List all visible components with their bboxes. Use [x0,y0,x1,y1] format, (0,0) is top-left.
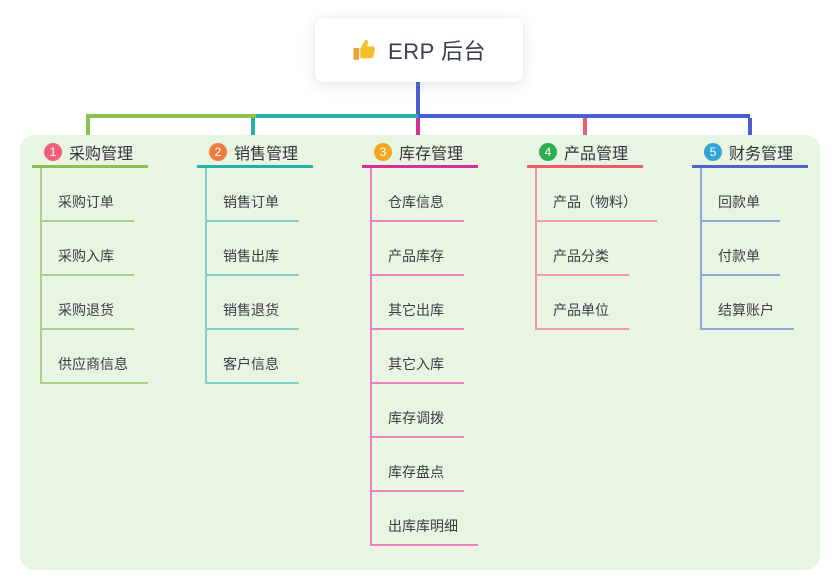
branch-inventory-management: 3 库存管理 仓库信息产品库存其它出库其它入库库存调拨库存盘点出库库明细 [362,143,478,546]
branch-items: 回款单付款单结算账户 [700,168,808,330]
tree-item-label[interactable]: 结算账户 [702,300,794,330]
tree-item: 采购退货 [42,276,148,330]
connector-drop-finance [748,118,752,148]
branch-header[interactable]: 2 销售管理 [197,143,313,168]
branch-finance-management: 5 财务管理 回款单付款单结算账户 [692,143,808,330]
tree-item-label[interactable]: 客户信息 [207,354,299,384]
branch-title: 产品管理 [564,146,629,163]
connector-drop-sales [251,118,255,148]
branch-items: 采购订单采购入库采购退货供应商信息 [40,168,148,384]
tree-item: 产品（物料） [537,168,657,222]
root-title: ERP 后台 [388,39,486,64]
tree-item: 采购入库 [42,222,148,276]
connector-bus-left [86,114,256,118]
branch-number-badge: 4 [539,143,557,161]
tree-item: 出库库明细 [372,492,478,546]
tree-item: 客户信息 [207,330,313,384]
branch-number-badge: 2 [209,143,227,161]
tree-item: 库存盘点 [372,438,478,492]
tree-item-label[interactable]: 出库库明细 [372,516,478,546]
tree-item: 采购订单 [42,168,148,222]
tree-item: 供应商信息 [42,330,148,384]
tree-item-label[interactable]: 销售订单 [207,192,299,222]
branch-number-badge: 5 [704,143,722,161]
branch-items: 销售订单销售出库销售退货客户信息 [205,168,313,384]
connector-root-stem [416,82,420,118]
tree-item-label[interactable]: 销售出库 [207,246,299,276]
branches-panel [20,135,820,570]
tree-item: 付款单 [702,222,808,276]
branch-title: 库存管理 [399,146,464,163]
branch-header[interactable]: 5 财务管理 [692,143,808,168]
branch-number-badge: 1 [44,143,62,161]
thumbs-up-icon [353,39,375,60]
tree-item-label[interactable]: 供应商信息 [42,354,148,384]
tree-item-label[interactable]: 库存调拨 [372,408,464,438]
connector-drop-purchase [86,118,90,148]
tree-item: 产品单位 [537,276,643,330]
tree-item-label[interactable]: 采购退货 [42,300,134,330]
tree-item-label[interactable]: 销售退货 [207,300,299,330]
branch-items: 产品（物料） 产品分类产品单位 [535,168,657,330]
tree-item: 销售订单 [207,168,313,222]
connector-bus-middle [256,114,418,118]
tree-item-label[interactable]: 库存盘点 [372,462,464,492]
tree-item: 库存调拨 [372,384,478,438]
branch-sales-management: 2 销售管理 销售订单销售出库销售退货客户信息 [197,143,313,384]
tree-item-label[interactable]: 仓库信息 [372,192,464,222]
tree-item-label[interactable]: 付款单 [702,246,780,276]
tree-item: 产品库存 [372,222,478,276]
tree-item: 产品分类 [537,222,643,276]
branch-header[interactable]: 1 采购管理 [32,143,148,168]
branch-header[interactable]: 3 库存管理 [362,143,478,168]
branch-header[interactable]: 4 产品管理 [527,143,643,168]
tree-item: 仓库信息 [372,168,478,222]
branch-title: 财务管理 [729,146,794,163]
branch-number-badge: 3 [374,143,392,161]
tree-item-label[interactable]: 采购入库 [42,246,134,276]
branch-title: 销售管理 [234,146,299,163]
tree-item: 结算账户 [702,276,808,330]
tree-item: 回款单 [702,168,808,222]
connector-drop-inventory [416,118,420,148]
tree-item-label[interactable]: 产品单位 [537,300,629,330]
tree-item: 其它入库 [372,330,478,384]
tree-item-label[interactable]: 其它入库 [372,354,464,384]
tree-item-label[interactable]: 回款单 [702,192,780,222]
tree-item-label[interactable]: 采购订单 [42,192,134,222]
tree-item-label[interactable]: 产品分类 [537,246,629,276]
tree-item-label[interactable]: 产品（物料） [537,192,657,222]
tree-item: 销售出库 [207,222,313,276]
root-node[interactable]: ERP 后台 [315,18,523,82]
tree-item-label[interactable]: 其它出库 [372,300,464,330]
connector-bus-right [418,114,750,118]
tree-item: 其它出库 [372,276,478,330]
branch-purchase-management: 1 采购管理 采购订单采购入库采购退货供应商信息 [32,143,148,384]
tree-item-label[interactable]: 产品库存 [372,246,464,276]
branch-items: 仓库信息产品库存其它出库其它入库库存调拨库存盘点出库库明细 [370,168,478,546]
tree-item: 销售退货 [207,276,313,330]
connector-drop-product [583,118,587,148]
branch-product-management: 4 产品管理 产品（物料） 产品分类产品单位 [527,143,657,330]
branch-title: 采购管理 [69,146,134,163]
